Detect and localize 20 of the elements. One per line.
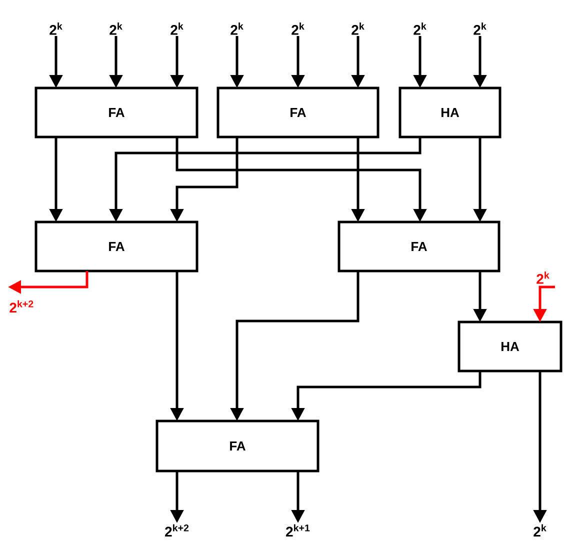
block-box: FA — [156, 420, 320, 472]
signal-label: 2$^{k}$ — [352, 22, 364, 35]
signal-label: 2$^{k}$ — [534, 524, 546, 537]
signal-label: 2$^{k}$ — [474, 22, 486, 35]
signal-label: 2$^{k+1}$ — [286, 524, 310, 537]
signal-label: 2$^{k}$ — [110, 22, 122, 35]
block-box: FA — [34, 86, 198, 138]
block-box: FA — [34, 220, 198, 272]
signal-label: 2$^{k}$ — [50, 22, 62, 35]
block-box: HA — [398, 86, 502, 138]
signal-label: 2$^{k+2}$ — [10, 300, 34, 313]
block-box: HA — [458, 320, 562, 372]
signal-label: 2$^{k}$ — [230, 22, 244, 35]
block-box: FA — [216, 86, 380, 138]
signal-label: 2$^{k}$ — [292, 22, 304, 35]
signal-label: 2$^{k}$ — [536, 271, 550, 284]
block-box: FA — [338, 220, 500, 272]
signal-label: 2$^{k}$ — [170, 22, 184, 35]
signal-label: 2$^{k+2}$ — [165, 524, 189, 537]
signal-label: 2$^{k}$ — [414, 22, 426, 35]
